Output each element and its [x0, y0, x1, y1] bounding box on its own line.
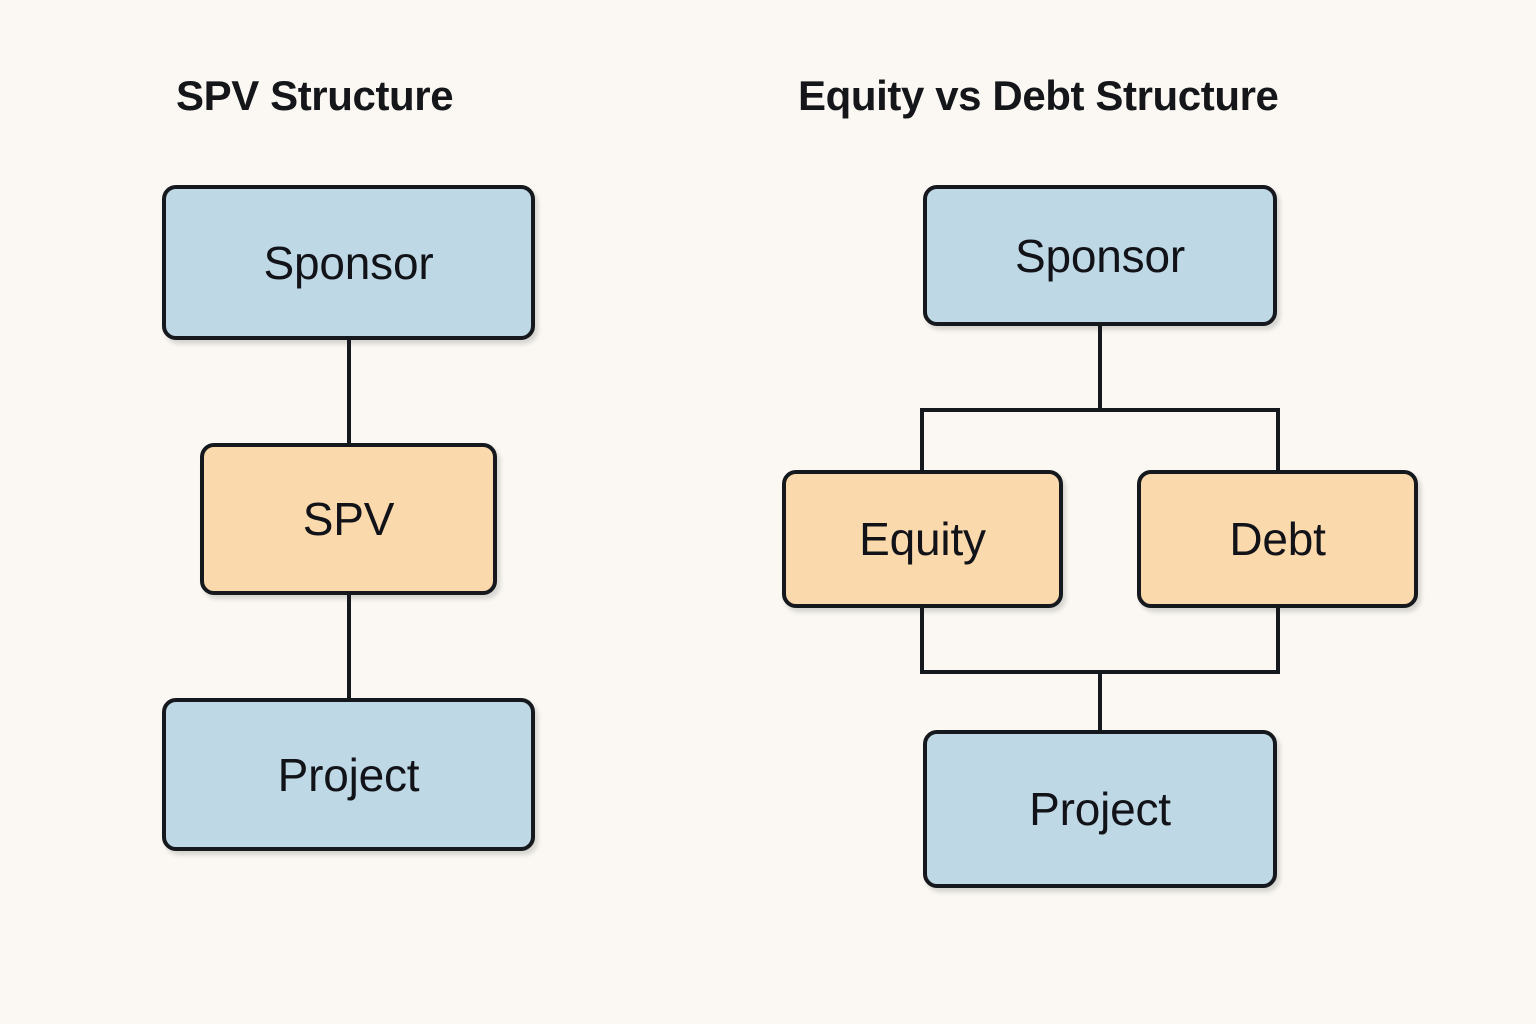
node-spv-project[interactable]: Project [162, 698, 535, 851]
spv-structure-title: SPV Structure [176, 72, 454, 119]
node-spv[interactable]: SPV [200, 443, 497, 595]
node-equity[interactable]: Equity [782, 470, 1063, 608]
node-spv-sponsor[interactable]: Sponsor [162, 185, 535, 340]
edge-split-bus [920, 408, 1280, 412]
edge-drop-to-equity [920, 408, 924, 472]
edge-merge-to-project [1098, 670, 1102, 732]
edge-sponsor-stem [1098, 326, 1102, 412]
node-debt[interactable]: Debt [1137, 470, 1418, 608]
node-equity-debt-project[interactable]: Project [923, 730, 1277, 888]
equity-debt-structure-title: Equity vs Debt Structure [798, 72, 1279, 119]
edge-drop-to-debt [1276, 408, 1280, 472]
edge-spv-to-project [347, 595, 351, 698]
edge-equity-to-merge [920, 606, 924, 674]
edge-debt-to-merge [1276, 606, 1280, 674]
node-equity-debt-sponsor[interactable]: Sponsor [923, 185, 1277, 326]
edge-sponsor-to-spv [347, 340, 351, 443]
